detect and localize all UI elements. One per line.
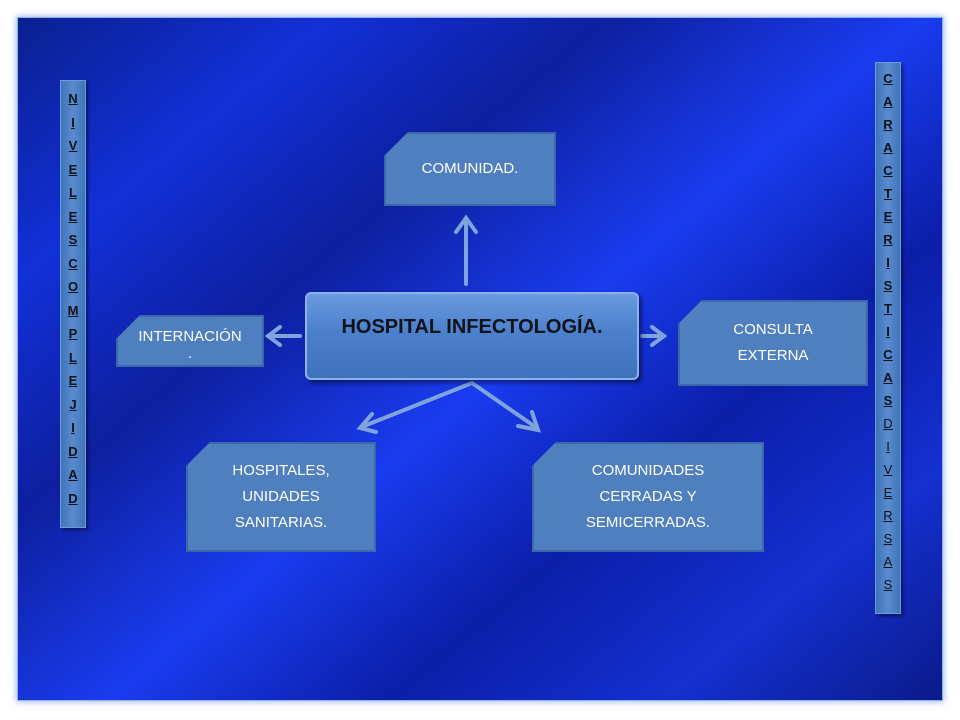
node-hospitales-line2: UNIDADES <box>242 488 320 505</box>
right-bar-letter-thin: S <box>883 531 893 546</box>
left-bar-letter: P <box>68 326 78 341</box>
node-comunidad: COMUNIDAD. <box>384 132 556 206</box>
left-bar-letter: S <box>68 232 78 247</box>
node-comunidades-line1: COMUNIDADES <box>591 462 705 479</box>
node-internacion: INTERNACIÓN . <box>116 315 264 367</box>
right-bar-letter-thin: E <box>883 485 893 500</box>
node-internacion-line2: . <box>187 345 193 362</box>
right-bar-letter: S <box>883 278 893 293</box>
node-comunidades-cerradas: COMUNIDADES CERRADAS Y SEMICERRADAS. <box>532 442 764 552</box>
right-bar-letter: C <box>883 163 893 178</box>
left-bar-letter: V <box>68 138 78 153</box>
right-bar-letter-thin: I <box>886 439 890 454</box>
right-bar-letter: A <box>883 140 893 155</box>
left-bar-letter: D <box>68 490 78 506</box>
node-hospitales: HOSPITALES, UNIDADES SANITARIAS. <box>186 442 376 552</box>
arrow-down-right-head <box>516 410 541 433</box>
right-bar-letter: A <box>883 94 893 109</box>
right-bar-letter: R <box>883 117 893 132</box>
center-node: HOSPITAL INFECTOLOGÍA. <box>305 292 639 380</box>
arrow-left-head <box>264 325 282 347</box>
right-bar-letter: C <box>883 347 893 362</box>
right-bar-letter-thin: S <box>883 577 893 592</box>
arrow-up-head <box>454 214 478 234</box>
node-hospitales-line3: SANITARIAS. <box>234 514 328 531</box>
node-comunidad-label: COMUNIDAD. <box>421 160 519 177</box>
node-consulta-line1: CONSULTA <box>733 321 813 338</box>
right-bar-letter-thin: D <box>883 416 893 431</box>
right-bar-letter: T <box>884 301 892 316</box>
right-bar-letter: R <box>883 232 893 247</box>
left-bar-letter: C <box>68 255 78 271</box>
right-bar-letter: C <box>883 71 893 86</box>
left-bar-letter: M <box>67 302 79 318</box>
left-bar-letter: E <box>68 373 78 388</box>
left-bar-letter: L <box>69 185 77 200</box>
node-consulta-line2: EXTERNA <box>737 347 809 364</box>
node-internacion-line1: INTERNACIÓN <box>138 328 242 345</box>
center-label: HOSPITAL INFECTOLOGÍA. <box>341 316 603 338</box>
arrow-down-left <box>362 381 474 428</box>
right-bar-letter: I <box>886 255 890 270</box>
right-bar-letter-thin: V <box>883 462 893 477</box>
node-comunidades-line2: CERRADAS Y <box>599 488 697 505</box>
left-bar-letter: A <box>68 467 78 482</box>
left-bar-letter: J <box>69 396 77 412</box>
right-bar-letter: S <box>883 393 893 408</box>
right-bar-letter: I <box>886 324 890 339</box>
left-bar-letter: O <box>67 279 79 294</box>
right-bar-letter: E <box>883 209 893 224</box>
left-bar-letter: N <box>68 91 78 106</box>
left-bar-letter: E <box>68 161 78 177</box>
left-bar-letter: I <box>71 114 75 130</box>
right-bar-letter-thin: A <box>883 554 893 569</box>
node-hospitales-line1: HOSPITALES, <box>232 462 330 479</box>
left-bar-letter: E <box>68 208 78 224</box>
left-bar-letter: L <box>69 349 77 365</box>
right-bar-letter: T <box>884 186 892 201</box>
left-bar-letter: I <box>71 420 75 435</box>
node-comunidades-line3: SEMICERRADAS. <box>585 514 711 531</box>
right-bar-letter: A <box>883 370 893 385</box>
left-bar-letter: D <box>68 443 78 459</box>
right-bar-letter-thin: R <box>883 508 893 523</box>
node-consulta-externa: CONSULTA EXTERNA <box>678 300 868 386</box>
arrow-down-right <box>470 381 536 428</box>
arrow-right-head <box>650 325 668 347</box>
arrow-down-left-head <box>356 412 378 434</box>
